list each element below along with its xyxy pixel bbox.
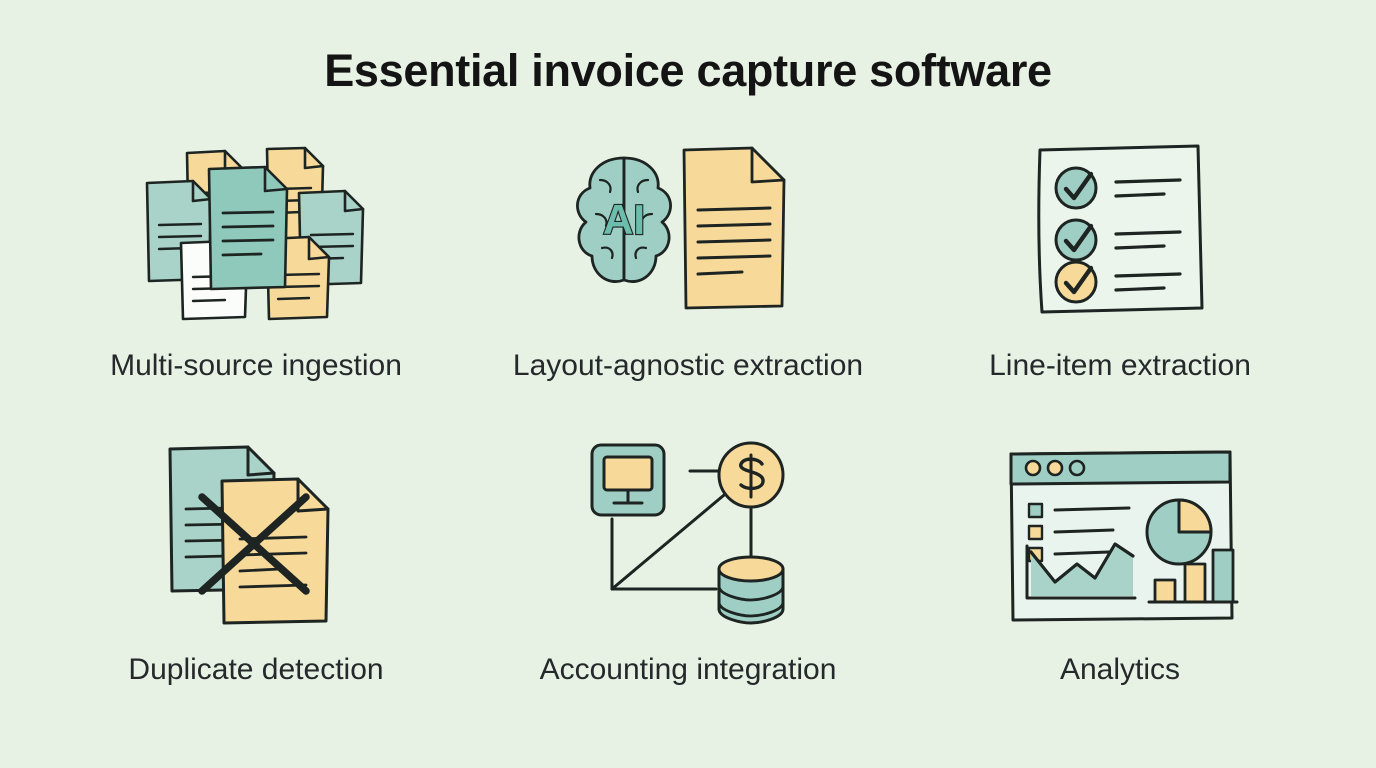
feature-label: Analytics — [1059, 653, 1181, 686]
dashboard-charts-icon — [1009, 450, 1238, 622]
feature-card-line-item-extraction: Line-item extraction — [904, 126, 1336, 431]
feature-label: Layout-agnostic extraction — [512, 349, 864, 382]
feature-label: Accounting integration — [539, 653, 837, 686]
feature-card-duplicate-detection: Duplicate detection — [40, 431, 472, 736]
feature-label: Line-item extraction — [989, 349, 1251, 382]
window-dot-icon — [1046, 459, 1063, 477]
feature-label: Multi-source ingestion — [110, 349, 402, 382]
feature-card-analytics: Analytics — [904, 431, 1336, 736]
feature-card-multi-source-ingestion: Multi-source ingestion — [40, 126, 472, 431]
icon-container — [1028, 126, 1213, 331]
ai-label: AI — [603, 196, 645, 243]
crossed-documents-icon — [168, 445, 330, 624]
feature-label: Duplicate detection — [128, 653, 384, 686]
feature-card-accounting-integration: Accounting integration — [472, 431, 904, 736]
page-title: Essential invoice capture software — [324, 45, 1052, 96]
icon-container: AI — [566, 126, 811, 331]
feature-grid: Multi-source ingestion — [40, 126, 1336, 736]
window-dot-icon — [1068, 459, 1085, 477]
icon-container — [131, 126, 381, 331]
icon-container — [1003, 431, 1238, 641]
checklist-card-icon — [1036, 144, 1203, 314]
icon-container — [586, 431, 791, 641]
ai-brain-document-icon: AI — [575, 146, 785, 310]
feature-card-layout-agnostic-extraction: AI Layout-agnostic extraction — [472, 126, 904, 431]
window-dot-icon — [1024, 459, 1041, 477]
stacked-documents-icon — [145, 146, 365, 321]
icon-container — [156, 431, 356, 641]
monitor-dollar-database-icon — [590, 441, 784, 625]
